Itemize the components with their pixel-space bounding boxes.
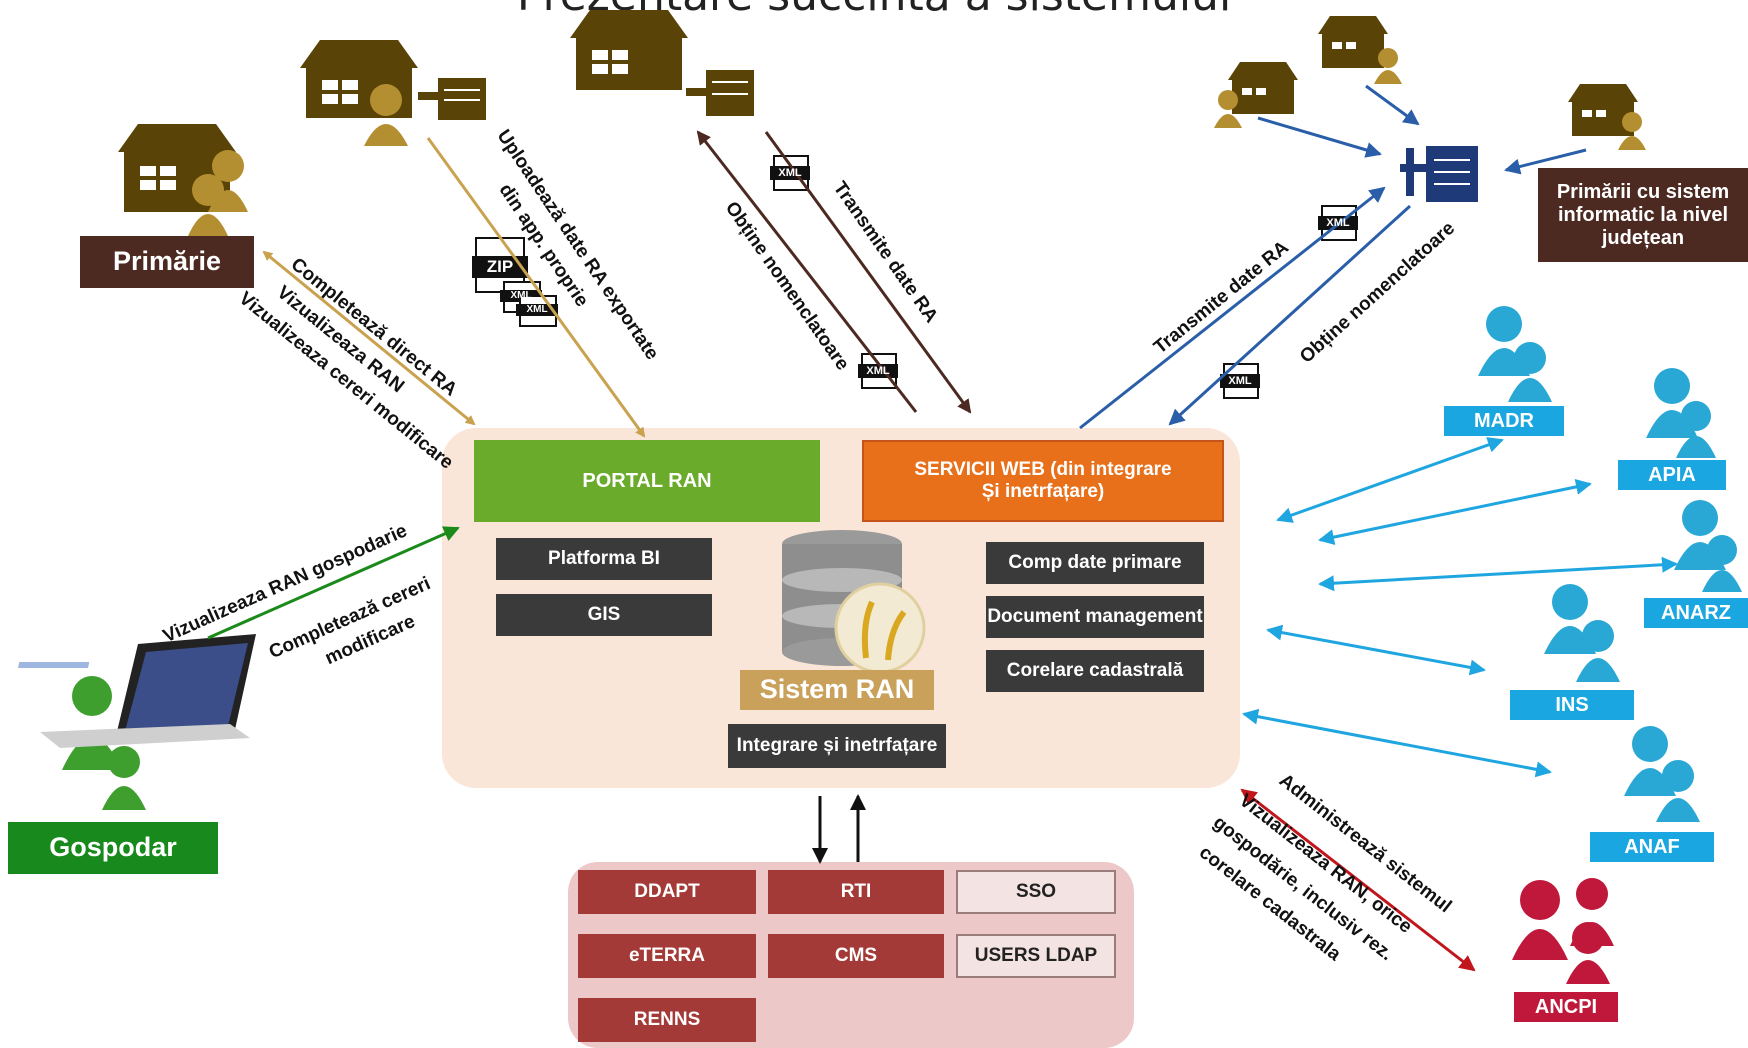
portal-ran[interactable]: PORTAL RAN [474,440,820,522]
arrow-apia [1318,479,1592,545]
person-icon [1674,500,1742,592]
document-management[interactable]: Document management [986,596,1204,638]
arrow-transmite [764,131,972,414]
arrow-county-obtine [1168,204,1412,426]
person-icon [1478,306,1552,402]
server-icon [418,78,486,120]
server-icon [686,70,754,116]
arrow-house-c [1504,148,1587,175]
arrow-ancpi [1240,788,1476,972]
person-icon [364,84,408,146]
person-icon [1214,90,1242,128]
corelare-cadastrala[interactable]: Corelare cadastrală [986,650,1204,692]
page-title: Prezentare succintă a sistemului [0,0,1748,21]
laptop-icon [18,634,256,748]
xml-label: XML [778,166,802,179]
arrow-anaf [1242,708,1552,778]
madr-label: MADR [1444,406,1564,436]
person-icon [1624,726,1700,822]
xml-label: XML [526,304,548,316]
arrow-obtine [696,130,918,413]
sistem-ran-label: Sistem RAN [740,670,934,710]
arrow-house-b [1365,84,1420,126]
comp-date-primare[interactable]: Comp date primare [986,542,1204,584]
house-icon [1318,16,1388,68]
xml-label: XML [1326,216,1350,229]
ancpi-label: ANCPI [1514,992,1618,1022]
person-icon [188,150,248,236]
gis[interactable]: GIS [496,594,712,636]
person-icon [1544,584,1620,682]
xml-label: XML [1228,374,1252,387]
cms[interactable]: CMS [768,934,944,978]
person-icon [1512,878,1614,984]
primarie-label: Primărie [80,236,254,288]
platforma-bi[interactable]: Platforma BI [496,538,712,580]
integrare[interactable]: Integrare și inetrfațare [728,724,946,768]
house-icon [570,10,688,90]
database-icon [782,530,926,674]
arrow-primarie [262,250,476,426]
person-icon [1374,48,1402,84]
zip-file-icon [472,237,528,293]
county-server-icon [1400,146,1478,202]
zip-label: ZIP [486,257,514,277]
apia-label: APIA [1618,460,1726,490]
arrow-upload [426,137,646,438]
users-ldap[interactable]: USERS LDAP [956,934,1116,978]
arrow-ins [1266,624,1486,676]
eterra[interactable]: eTERRA [578,934,756,978]
ddapt[interactable]: DDAPT [578,870,756,914]
sso[interactable]: SSO [956,870,1116,914]
xml-file-icon [516,295,558,327]
xml-label: XML [510,290,532,302]
servicii-web[interactable]: SERVICII WEB (din integrare Și inetrfața… [862,440,1224,522]
anarz-label: ANARZ [1644,598,1748,628]
gospodar-label: Gospodar [8,822,218,874]
person-icon [62,676,146,810]
xml-label: XML [866,364,890,377]
arrow-anarz [1318,556,1678,592]
ins-label: INS [1510,690,1634,720]
rti[interactable]: RTI [768,870,944,914]
arrow-gospodar [207,526,460,640]
renns[interactable]: RENNS [578,998,756,1042]
person-icon [1646,368,1716,458]
xml-file-icon [858,353,898,389]
arrow-house-a [1257,116,1382,158]
house-icon [1228,62,1298,114]
person-icon [1618,112,1646,150]
county-label: Primării cu sistem informatic la nivel j… [1538,168,1748,262]
arrow-county-transmite [1079,186,1386,430]
anaf-label: ANAF [1590,832,1714,862]
